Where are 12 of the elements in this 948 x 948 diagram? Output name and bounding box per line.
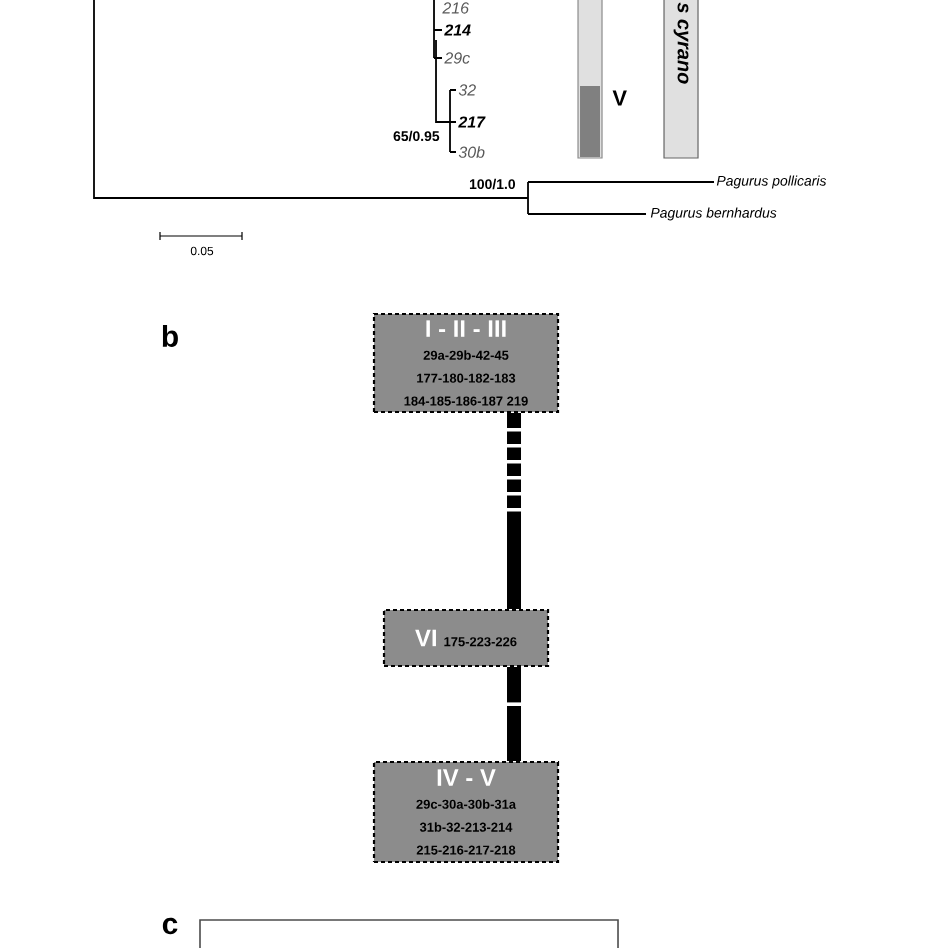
mutation-branch [507,413,521,609]
haplogroup-box [372,312,560,414]
panel-letter: b [162,325,178,347]
clade-label: V [612,90,627,106]
group-label: IV - V [437,769,496,786]
group-label: VI [415,629,436,647]
panel-letter: c [162,917,178,935]
group-label: I - II - III [426,320,506,337]
mutation-branch [507,667,521,761]
haplogroup-box [382,608,550,668]
clade-label: s cyrano [673,2,689,84]
haplogroup-box [372,760,560,864]
